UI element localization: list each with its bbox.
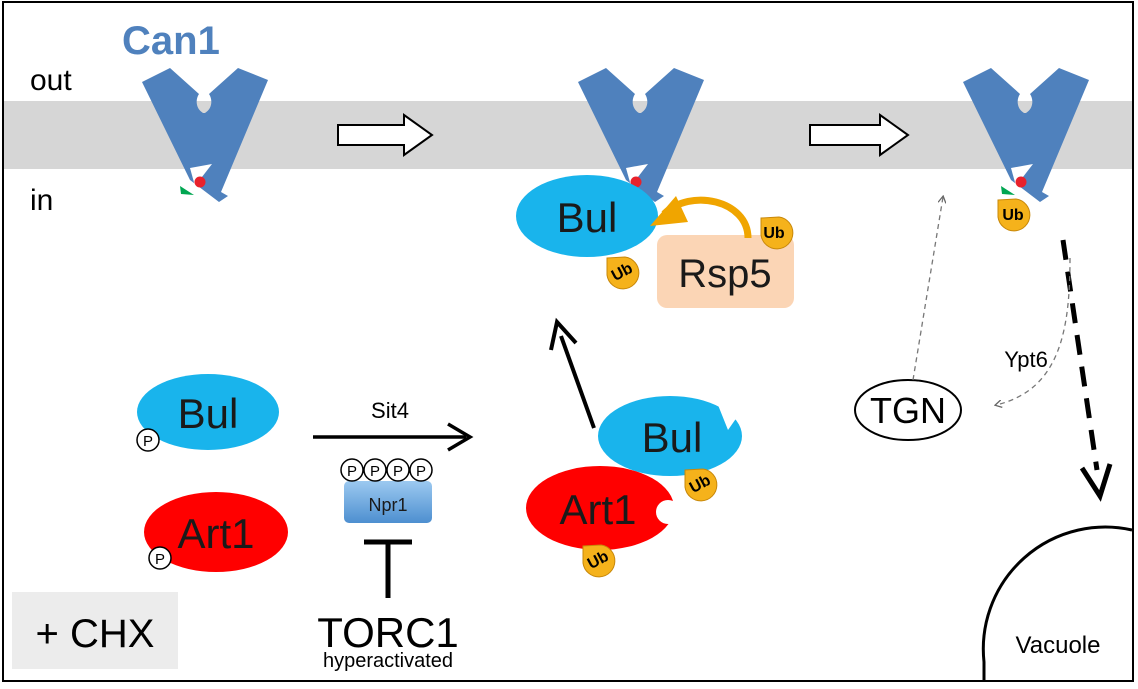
phospho-label: P xyxy=(155,551,165,568)
ub-label: Ub xyxy=(1002,207,1024,224)
tgn-recycling-arrow xyxy=(912,197,943,381)
endocytosis-arrow xyxy=(1060,239,1100,471)
phospho-icon xyxy=(148,546,172,570)
bul-bound-ellipse xyxy=(516,175,658,257)
npr1-label: Npr1 xyxy=(368,495,407,515)
art1-active-ellipse xyxy=(526,466,674,550)
chx-box xyxy=(12,592,178,669)
art1-phospho-ellipse xyxy=(144,492,288,572)
phospho-icon xyxy=(136,428,160,452)
hollow-arrow-2 xyxy=(809,113,910,157)
outside-label: out xyxy=(30,64,72,97)
phospho-icon xyxy=(409,458,433,482)
ypt6-arrow xyxy=(996,257,1071,405)
bul-active-notch xyxy=(716,400,742,430)
art1-phospho-label: Art1 xyxy=(177,510,254,557)
bul-active-label: Bul xyxy=(642,414,703,461)
recruitment-arrowhead xyxy=(549,317,578,351)
ub-icon-art1-active: Ub xyxy=(582,544,616,578)
torc1-state-label: hyperactivated xyxy=(323,650,453,672)
can1-label: Can1 xyxy=(122,19,220,63)
phospho-label: P xyxy=(370,463,380,480)
bul-phospho-ellipse xyxy=(137,374,279,450)
tgn-ellipse xyxy=(854,379,962,441)
npr1-phospho-group: P P P P xyxy=(340,458,433,482)
ub-label: Ub xyxy=(763,225,785,242)
sit4-arrowhead xyxy=(447,422,474,452)
rsp5-label: Rsp5 xyxy=(678,252,771,296)
ub-icon-bul-active: Ub xyxy=(684,468,718,502)
torc1-label: TORC1 xyxy=(317,609,459,656)
rsp5-box xyxy=(657,235,794,308)
treatment-label: + CHX xyxy=(36,612,155,656)
vacuole-label: Vacuole xyxy=(1016,632,1101,659)
phospho-icon xyxy=(386,458,410,482)
ub-icon-can1: Ub xyxy=(997,198,1031,232)
phospho-label: P xyxy=(347,463,357,480)
phospho-icon xyxy=(363,458,387,482)
phospho-icon xyxy=(340,458,364,482)
recruitment-arrow-line xyxy=(559,335,596,429)
vacuole-outline xyxy=(981,525,1133,681)
tgn-label: TGN xyxy=(870,390,946,431)
art1-active-notch xyxy=(656,500,680,524)
ub-icon-bul-bound: Ub xyxy=(606,256,640,290)
npr1-box xyxy=(344,481,432,523)
art1-active-label: Art1 xyxy=(559,486,636,533)
phospho-label: P xyxy=(416,463,426,480)
hollow-arrow-1 xyxy=(337,113,434,157)
bul-bound-label: Bul xyxy=(557,194,618,241)
bul-phospho-label: Bul xyxy=(178,390,239,437)
phospho-label: P xyxy=(393,463,403,480)
sit4-label: Sit4 xyxy=(371,398,409,423)
inside-label: in xyxy=(30,184,53,217)
endocytosis-arrowhead xyxy=(1079,463,1113,502)
phospho-label: P xyxy=(143,433,153,450)
ypt6-label: Ypt6 xyxy=(1004,347,1048,372)
ub-transfer-arrowhead xyxy=(650,196,688,226)
bul-active-ellipse xyxy=(598,396,742,476)
ub-icon-rsp5: Ub xyxy=(760,216,794,250)
